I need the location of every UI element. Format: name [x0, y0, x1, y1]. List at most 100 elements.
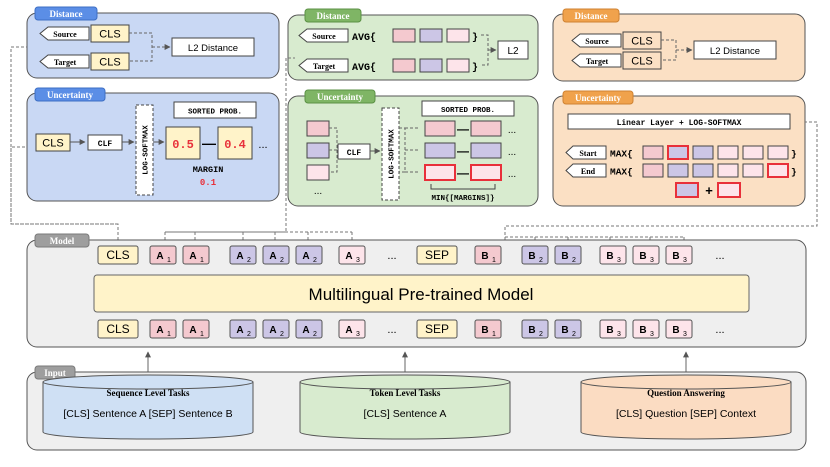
input-token-label: A — [156, 325, 163, 336]
qa-distance-tag: Distance — [575, 11, 608, 21]
output-token-box — [262, 245, 290, 265]
output-token-subscript: 1 — [167, 257, 171, 264]
task-input-format: [CLS] Sentence A [SEP] Sentence B — [63, 408, 232, 420]
token-source-label: Source — [312, 32, 336, 41]
output-token-subscript: 2 — [247, 257, 251, 264]
qa-end-max: MAX{ — [610, 167, 633, 178]
token-distance-panel: Distance Source AVG{ } Target AVG{ } L2 — [287, 8, 539, 81]
qa-uncertainty-tag: Uncertainty — [575, 93, 621, 103]
seq-target-cls: CLS — [99, 57, 120, 69]
qa-source-label: Source — [585, 37, 609, 46]
token-source-avg: AVG{ — [352, 32, 376, 44]
input-token-subscript: 3 — [617, 331, 621, 338]
seq-ellipsis: ... — [258, 139, 267, 151]
output-token-box — [599, 245, 627, 265]
output-token-subscript: 2 — [539, 257, 543, 264]
output-token-box — [474, 245, 502, 265]
qa-target-label: Target — [586, 57, 609, 66]
input-arrows — [145, 351, 689, 372]
input-token-subscript: 2 — [572, 331, 576, 338]
token-min-margins: MIN{[MARGINS]} — [431, 195, 494, 203]
output-token-box — [97, 245, 139, 265]
token-minus-1: — — [457, 122, 469, 136]
input-token-label: B — [606, 325, 613, 336]
input-token-box — [632, 319, 660, 339]
output-token-label: B — [639, 251, 646, 262]
output-token-box — [338, 245, 366, 265]
output-token-label: CLS — [106, 248, 129, 262]
output-token-label: A — [345, 251, 352, 262]
task-cylinder-body — [42, 381, 254, 440]
qa-start-max: MAX{ — [610, 149, 633, 160]
seq-margin-value: 0.1 — [200, 178, 217, 188]
output-token-box — [416, 245, 458, 265]
output-token-box — [229, 245, 257, 265]
input-token-label: B — [639, 325, 646, 336]
model-panel: Model Multilingual Pre-trained Model CLS… — [26, 233, 807, 348]
output-token-box — [665, 245, 693, 265]
input-token-label: B — [672, 325, 679, 336]
input-token-label: A — [236, 325, 243, 336]
seq-prob-1: 0.5 — [172, 138, 194, 152]
qa-linear-layer: Linear Layer + LOG-SOFTMAX — [617, 119, 742, 128]
token-uncertainty-tag: Uncertainty — [317, 92, 363, 102]
input-panel: Input Sequence Level Tasks [CLS] Sentence… — [26, 365, 807, 451]
output-token-subscript: 3 — [683, 257, 687, 264]
output-token-box — [521, 245, 549, 265]
input-token-subscript: 3 — [356, 331, 360, 338]
input-token-box — [295, 319, 323, 339]
input-token-box — [229, 319, 257, 339]
seq-distance-tag: Distance — [50, 9, 83, 19]
seq-uncertainty-tag: Uncertainty — [47, 90, 93, 100]
seq-l2-distance: L2 Distance — [188, 43, 238, 54]
input-token-label: SEP — [425, 322, 449, 336]
seq-unc-cls: CLS — [42, 138, 63, 150]
output-token-label: A — [302, 251, 309, 262]
task-title: Token Level Tasks — [370, 388, 441, 398]
input-token-subscript: 2 — [313, 331, 317, 338]
token-minus-2: — — [457, 144, 469, 158]
token-ellipsis-2: ... — [508, 147, 516, 158]
task-title: Question Answering — [647, 388, 725, 398]
input-task-cylinders: Sequence Level Tasks [CLS] Sentence A [SE… — [42, 374, 792, 440]
input-token-label: B — [528, 325, 535, 336]
seq-sorted-prob: SORTED PROB. — [188, 109, 242, 117]
input-token-subscript: 1 — [167, 331, 171, 338]
qa-target-cls: CLS — [631, 56, 652, 68]
input-token-label: A — [269, 325, 276, 336]
token-target-label: Target — [313, 62, 336, 71]
output-token-subscript: 1 — [200, 257, 204, 264]
input-tag: Input — [44, 368, 66, 378]
input-token-box — [521, 319, 549, 339]
token-input-ellipsis: ... — [314, 186, 322, 197]
task-cylinder-body — [580, 381, 792, 440]
input-token-box — [665, 319, 693, 339]
output-token-subscript: 3 — [356, 257, 360, 264]
qa-uncertainty-panel: Uncertainty Linear Layer + LOG-SOFTMAX S… — [552, 90, 806, 207]
input-token-label: B — [481, 325, 488, 336]
token-source-close: } — [472, 32, 478, 44]
output-token-label: A — [269, 251, 276, 262]
output-ellipsis: ... — [387, 250, 396, 262]
output-token-box — [554, 245, 582, 265]
output-token-subscript: 3 — [650, 257, 654, 264]
output-token-label: A — [156, 251, 163, 262]
output-token-label: B — [672, 251, 679, 262]
output-token-subscript: 3 — [617, 257, 621, 264]
seq-margin-label: MARGIN — [193, 165, 224, 175]
input-token-subscript: 2 — [247, 331, 251, 338]
seq-distance-panel: Distance Source CLS Target CLS L2 Distan… — [26, 6, 280, 79]
qa-distance-panel: Distance Source CLS Target CLS L2 Distan… — [552, 8, 806, 82]
input-token-label: A — [345, 325, 352, 336]
output-token-label: B — [528, 251, 535, 262]
task-title: Sequence Level Tasks — [106, 388, 190, 398]
output-token-box — [149, 245, 177, 265]
input-token-box — [338, 319, 366, 339]
qa-l2-distance: L2 Distance — [710, 46, 760, 57]
task-cylinder-top — [42, 374, 254, 390]
qa-plus: + — [705, 183, 713, 198]
input-ellipsis: ... — [715, 324, 724, 336]
output-token-box — [295, 245, 323, 265]
seq-source-cls: CLS — [99, 29, 120, 41]
